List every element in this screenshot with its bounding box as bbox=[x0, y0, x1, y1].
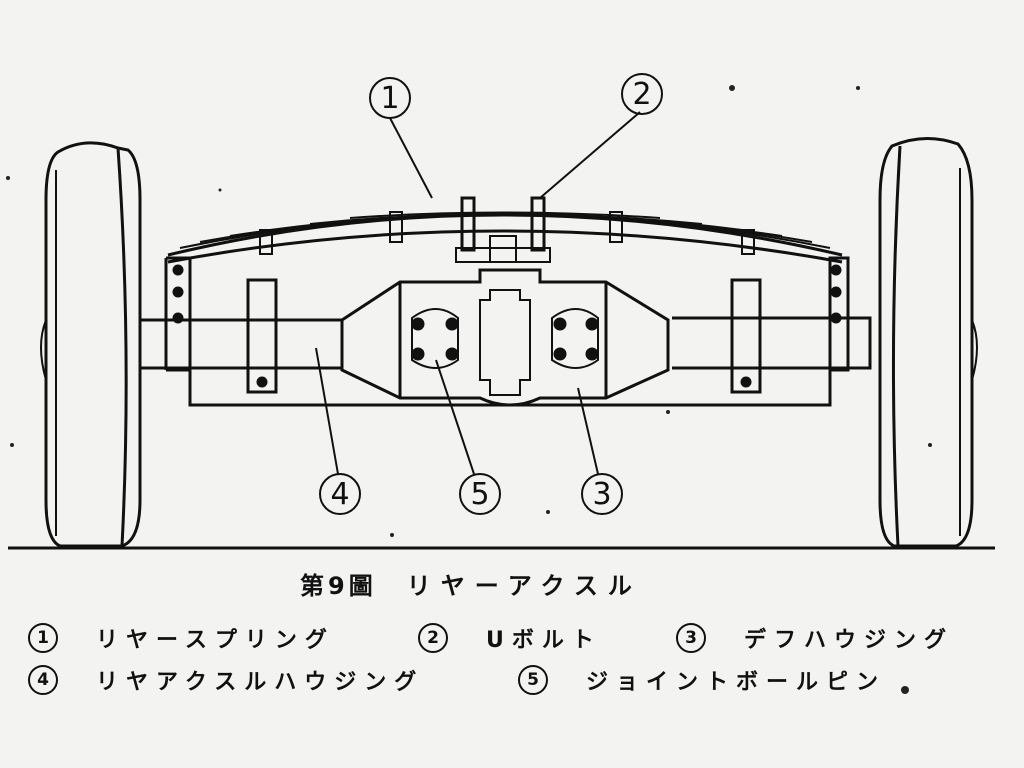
legend-item-1: 1 リヤースプリング bbox=[28, 622, 335, 654]
legend-item-3: 3 デフハウジング bbox=[676, 622, 954, 654]
legend-label-2: Uボルト bbox=[486, 628, 602, 653]
leader-line-2 bbox=[539, 111, 641, 199]
legend-num-4: 4 bbox=[28, 665, 58, 695]
legend-num-2: 2 bbox=[418, 623, 448, 653]
figure-number: 第9圖 bbox=[300, 572, 377, 600]
differential-housing bbox=[340, 268, 670, 407]
leaf-spring bbox=[167, 211, 843, 264]
axle-housing bbox=[140, 278, 872, 394]
callout-circle-1 bbox=[369, 77, 411, 119]
callout-circle-4 bbox=[319, 473, 361, 515]
u-bolt bbox=[455, 196, 551, 263]
callout-circle-5 bbox=[459, 473, 501, 515]
legend-label-5: ジョイントボールピン bbox=[586, 670, 887, 695]
right-wheel bbox=[878, 136, 978, 548]
callout-circle-2 bbox=[621, 73, 663, 115]
leader-line-3 bbox=[577, 387, 599, 475]
legend-item-2: 2 Uボルト bbox=[418, 622, 602, 654]
callout-circle-3 bbox=[581, 473, 623, 515]
legend-label-1: リヤースプリング bbox=[96, 628, 335, 653]
leader-line-5 bbox=[435, 359, 475, 475]
legend-item-5: 5 ジョイントボールピン bbox=[518, 664, 886, 696]
legend-num-3: 3 bbox=[676, 623, 706, 653]
callout-3: 3 bbox=[592, 477, 611, 512]
callout-4: 4 bbox=[330, 477, 349, 512]
legend-label-4: リヤアクスルハウジング bbox=[96, 670, 425, 695]
leader-line-1 bbox=[389, 117, 433, 199]
legend-num-5: 5 bbox=[518, 665, 548, 695]
callout-5: 5 bbox=[470, 477, 489, 512]
left-wheel bbox=[40, 141, 142, 548]
leader-line-4 bbox=[315, 347, 339, 475]
legend-item-4: 4 リヤアクスルハウジング bbox=[28, 664, 424, 696]
callout-2: 2 bbox=[632, 77, 651, 112]
callout-1: 1 bbox=[380, 81, 399, 116]
legend-num-1: 1 bbox=[28, 623, 58, 653]
figure-title: リヤーアクスル bbox=[406, 572, 642, 600]
legend-label-3: デフハウジング bbox=[744, 628, 955, 653]
figure-caption: 第9圖 リヤーアクスル bbox=[300, 566, 642, 601]
